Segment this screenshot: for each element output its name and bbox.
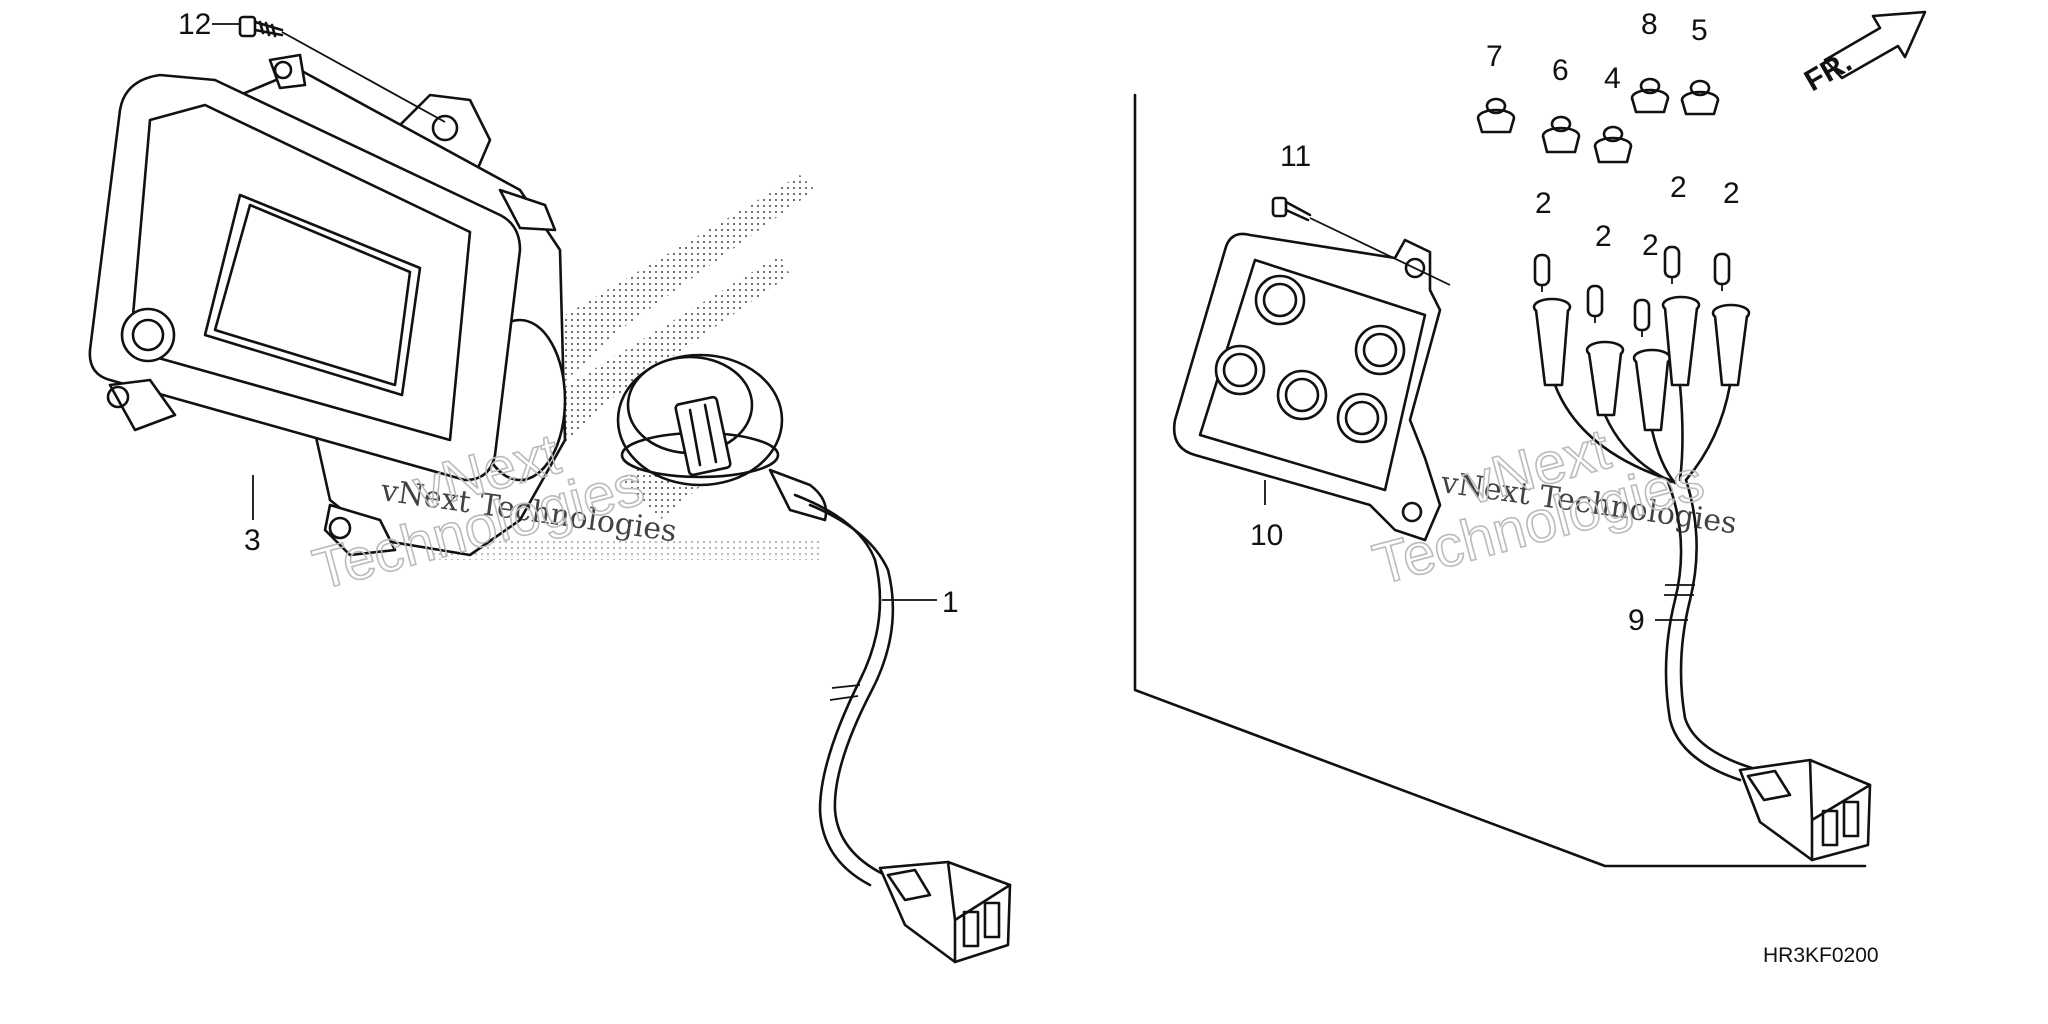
callout-6: 6 (1552, 54, 1569, 87)
bulbs (1533, 245, 1731, 337)
bulb-socket-harness (1532, 295, 1872, 862)
bulb-b (1586, 284, 1604, 323)
cap-6 (1541, 115, 1581, 154)
meter-assembly (88, 53, 567, 557)
callout-2a: 2 (1535, 187, 1552, 220)
callout-12: 12 (178, 8, 211, 41)
callout-1: 1 (942, 586, 959, 619)
sub-assembly-frame (1133, 93, 1867, 868)
lens-caps (1476, 77, 1720, 164)
bulb-c (1633, 298, 1651, 337)
callout-2d: 2 (1670, 171, 1687, 204)
callout-2e: 2 (1723, 177, 1740, 210)
socket-1 (1532, 297, 1572, 387)
cap-5 (1680, 79, 1720, 116)
bulb-a (1533, 253, 1551, 292)
callout-7: 7 (1486, 40, 1503, 73)
diagram-code: HR3KF0200 (1763, 944, 1879, 967)
callouts: 12 3 1 7 6 4 8 5 11 2 2 2 2 2 10 9 (178, 8, 1740, 637)
meter-socket-harness (616, 353, 1012, 964)
cap-8 (1630, 77, 1670, 114)
bulb-e (1713, 252, 1731, 291)
socket-5 (1711, 303, 1751, 387)
callout-5: 5 (1691, 14, 1708, 47)
callout-4: 4 (1604, 62, 1621, 95)
callout-9: 9 (1628, 604, 1645, 637)
cap-4 (1593, 125, 1633, 164)
lens-holes (1214, 274, 1406, 444)
callout-11: 11 (1280, 140, 1311, 173)
screw-12 (238, 15, 446, 123)
callout-2b: 2 (1595, 220, 1612, 253)
indicator-panel-10 (1172, 232, 1442, 542)
cap-7 (1476, 97, 1516, 134)
front-direction-arrow: FR. (1799, 10, 1927, 98)
socket-3 (1632, 348, 1672, 432)
socket-4 (1661, 295, 1701, 387)
callout-10: 10 (1250, 519, 1283, 552)
callout-2c: 2 (1642, 229, 1659, 262)
bulb-d (1663, 245, 1681, 284)
callout-8: 8 (1641, 8, 1658, 41)
callout-3: 3 (244, 524, 261, 557)
socket-2 (1585, 340, 1625, 417)
screw-11 (1271, 196, 1451, 286)
